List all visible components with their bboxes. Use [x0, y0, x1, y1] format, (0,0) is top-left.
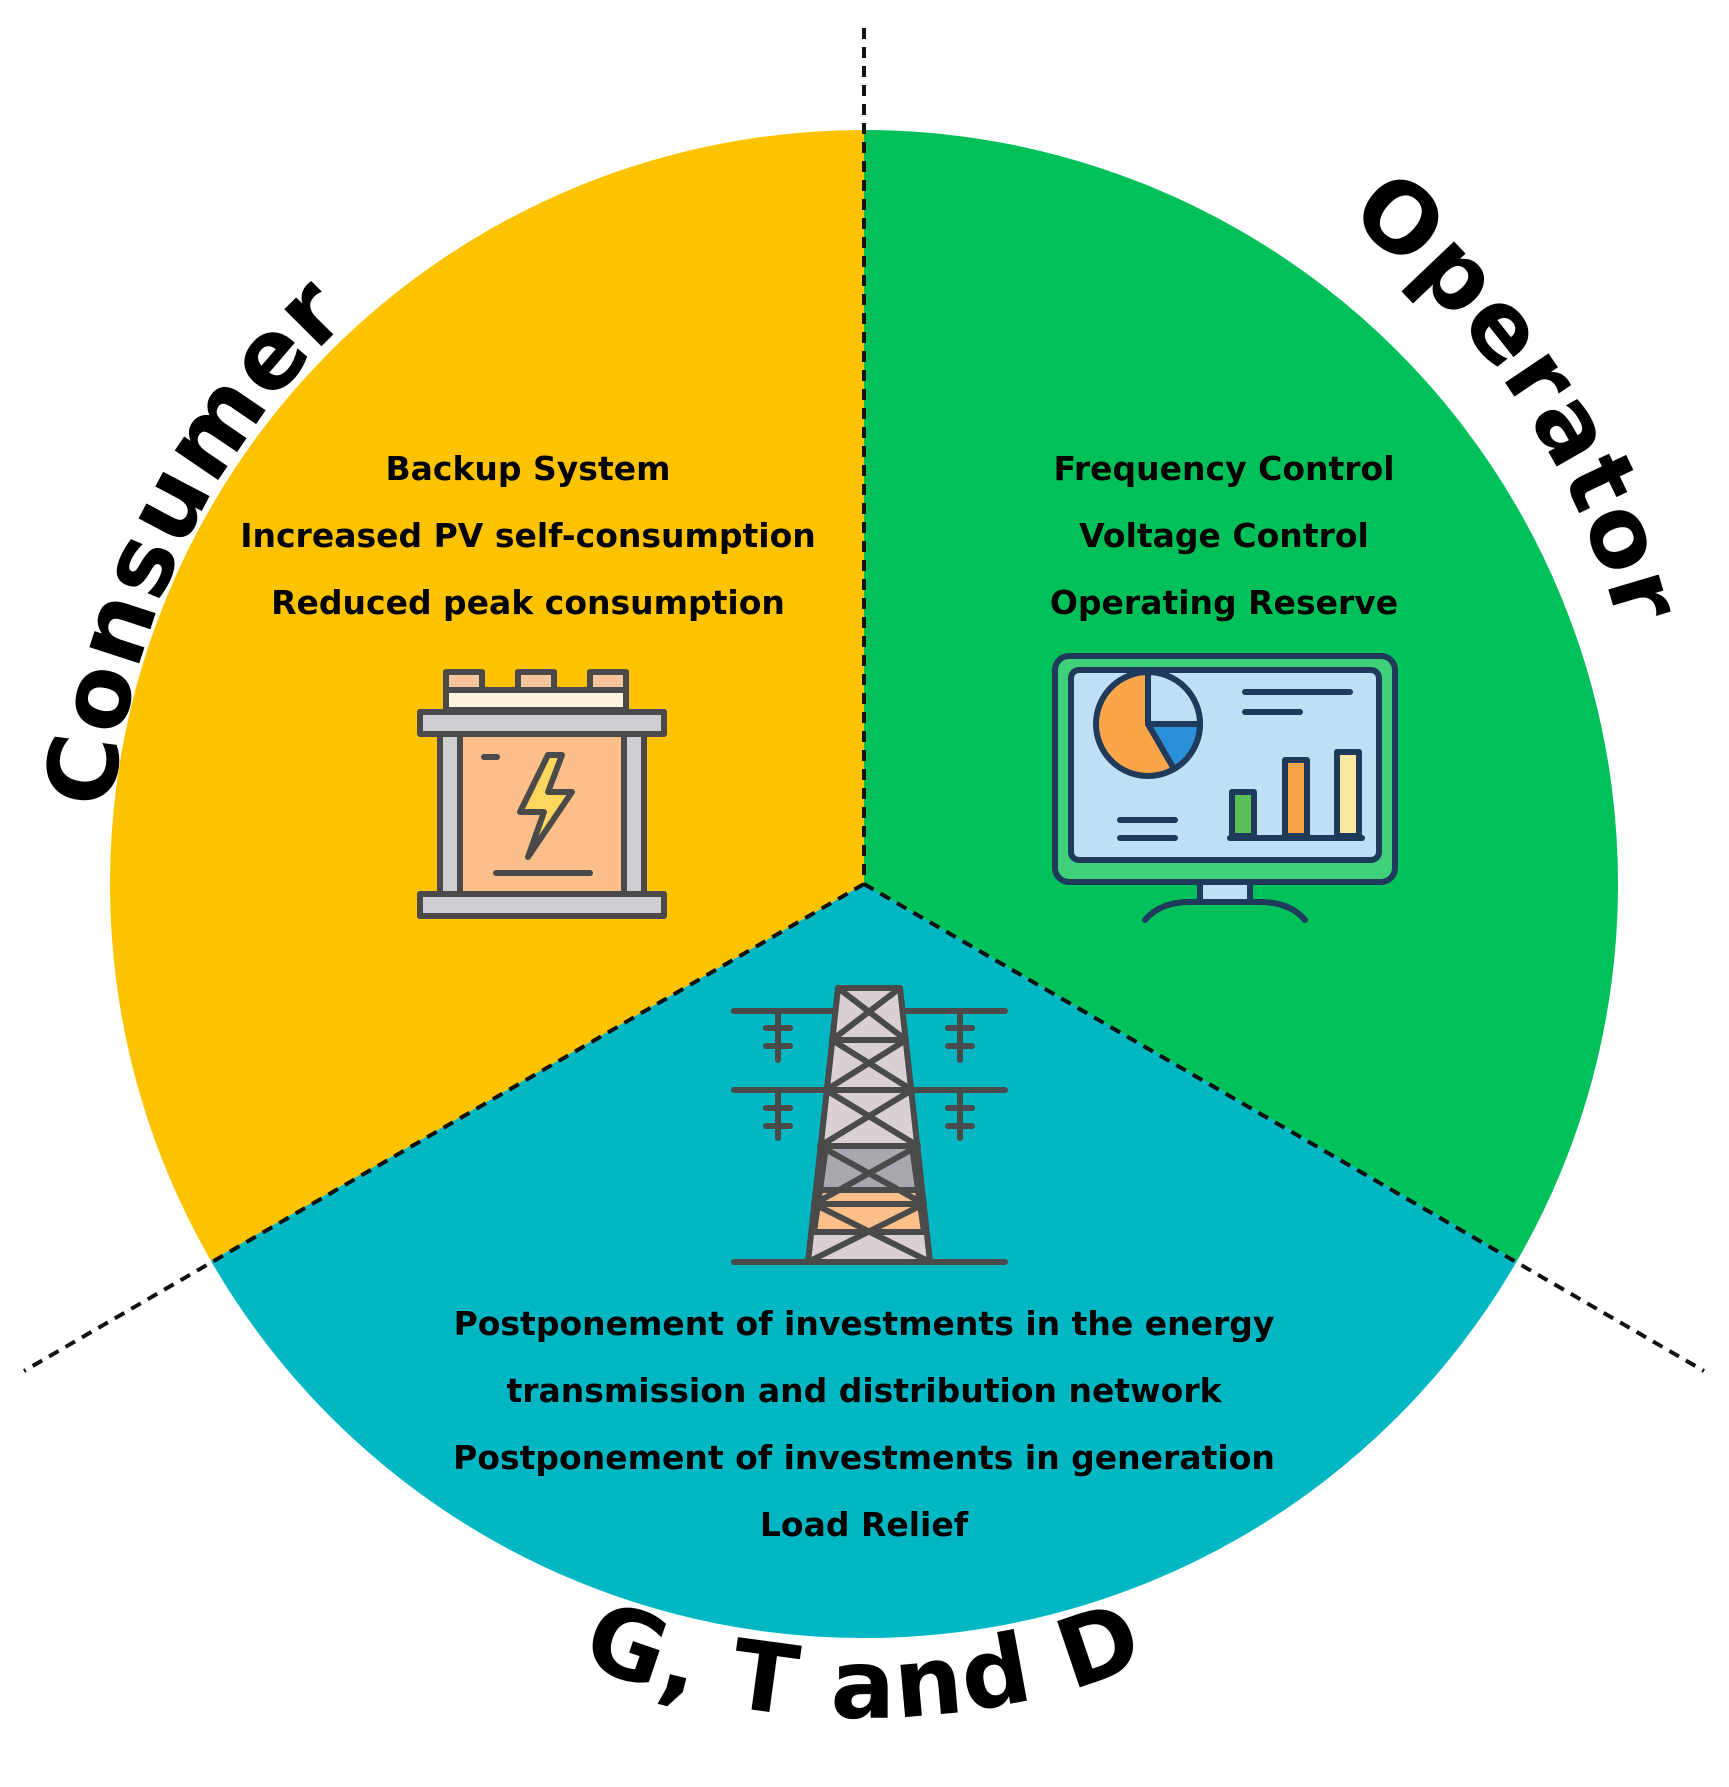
consumer-item-3: Reduced peak consumption	[271, 583, 785, 622]
gtd-items: Postponement of investments in the energ…	[453, 1304, 1275, 1544]
gtd-item-3: Postponement of investments in generatio…	[453, 1438, 1275, 1477]
transmission-tower-icon	[731, 985, 1008, 1265]
gtd-item-2: transmission and distribution network	[506, 1371, 1222, 1410]
gtd-item-4: Load Relief	[760, 1505, 969, 1544]
gtd-item-1: Postponement of investments in the energ…	[454, 1304, 1275, 1343]
monitor-dashboard-icon	[1052, 653, 1398, 923]
consumer-items: Backup System Increased PV self-consumpt…	[240, 449, 816, 622]
section-dividers	[22, 28, 1706, 1373]
operator-item-2: Voltage Control	[1079, 516, 1369, 555]
consumer-item-2: Increased PV self-consumption	[240, 516, 816, 555]
divider-right	[862, 882, 1706, 1373]
operator-item-1: Frequency Control	[1053, 449, 1394, 488]
operator-items: Frequency Control Voltage Control Operat…	[1050, 449, 1398, 622]
battery-icon	[417, 669, 667, 919]
consumer-item-1: Backup System	[386, 449, 671, 488]
operator-item-3: Operating Reserve	[1050, 583, 1398, 622]
divider-left	[22, 882, 866, 1373]
